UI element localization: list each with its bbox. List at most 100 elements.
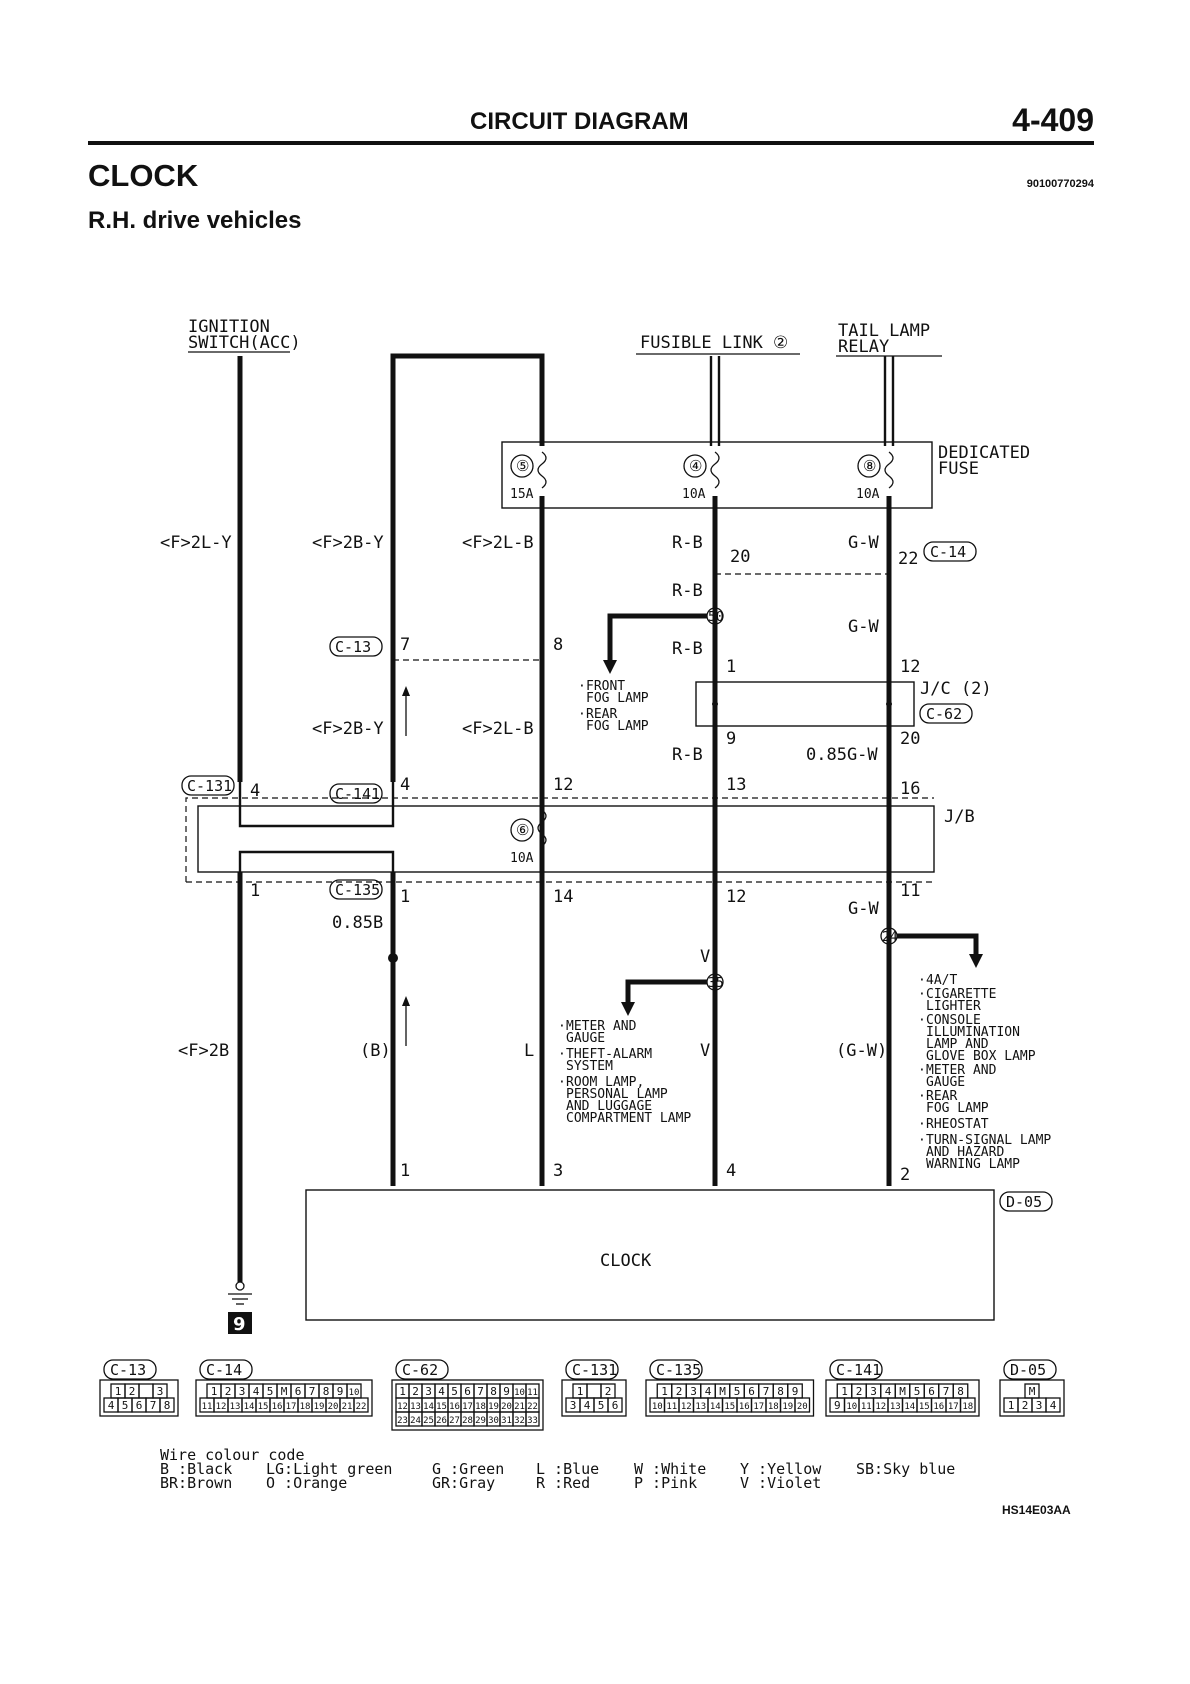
header-rule bbox=[88, 141, 1094, 145]
source-fusible-link: FUSIBLE LINK ② bbox=[636, 333, 800, 355]
svg-text:7: 7 bbox=[763, 1385, 770, 1398]
pin-cell bbox=[1045, 1397, 1061, 1413]
svg-text:DEDICATED: DEDICATED bbox=[938, 443, 1030, 463]
svg-text:Y :Yellow: Y :Yellow bbox=[740, 1460, 822, 1478]
dedicated-fuse-box: DEDICATED FUSE ⑤ 15A ④ 10A ⑧ 10A bbox=[501, 441, 1030, 509]
section-code: 90100770294 bbox=[1026, 178, 1094, 190]
svg-text:V :Violet: V :Violet bbox=[740, 1474, 821, 1492]
svg-text:GLOVE BOX LAMP: GLOVE BOX LAMP bbox=[926, 1049, 1036, 1064]
svg-text:CLOCK: CLOCK bbox=[600, 1251, 652, 1271]
svg-text:9: 9 bbox=[337, 1385, 344, 1398]
svg-text:D-05: D-05 bbox=[1010, 1361, 1046, 1379]
svg-text:25: 25 bbox=[423, 1416, 434, 1426]
junction-block: C-131 C-141 4 4 12 13 16 J/B ⑥ 10A C-135… bbox=[181, 775, 975, 907]
svg-text:2: 2 bbox=[605, 1385, 612, 1398]
svg-text:C-141: C-141 bbox=[335, 785, 380, 803]
wire-fusible-link bbox=[709, 356, 721, 1186]
svg-text:C-135: C-135 bbox=[656, 1361, 701, 1379]
svg-text:11: 11 bbox=[861, 1402, 872, 1412]
svg-text:CONSOLE: CONSOLE bbox=[926, 1013, 981, 1028]
svg-text:33: 33 bbox=[527, 1416, 538, 1426]
wire-label: R-B bbox=[672, 533, 703, 553]
pin-cell bbox=[607, 1397, 623, 1413]
svg-text:18: 18 bbox=[768, 1402, 779, 1412]
svg-text:17: 17 bbox=[286, 1402, 297, 1412]
svg-text:29: 29 bbox=[475, 1416, 486, 1426]
svg-text:6: 6 bbox=[136, 1399, 143, 1412]
svg-text:·: · bbox=[558, 1019, 566, 1034]
svg-text:18: 18 bbox=[300, 1402, 311, 1412]
svg-text:4: 4 bbox=[108, 1399, 115, 1412]
wire-label: L bbox=[524, 1041, 534, 1061]
svg-text:⑤: ⑤ bbox=[516, 457, 529, 475]
splice-24: 24 bbox=[880, 927, 983, 968]
svg-text:8: 8 bbox=[553, 635, 563, 655]
svg-text:3: 3 bbox=[425, 1385, 432, 1398]
svg-text:15: 15 bbox=[919, 1402, 930, 1412]
svg-text:6: 6 bbox=[464, 1385, 471, 1398]
svg-text:31: 31 bbox=[501, 1416, 512, 1426]
source-ignition-switch: IGNITION SWITCH(ACC) bbox=[188, 317, 301, 353]
svg-text:11: 11 bbox=[202, 1402, 213, 1412]
svg-text:R :Red: R :Red bbox=[536, 1474, 590, 1492]
svg-text:19: 19 bbox=[488, 1402, 499, 1412]
svg-text:·: · bbox=[578, 679, 586, 694]
svg-text:C-13: C-13 bbox=[110, 1361, 146, 1379]
svg-text:13: 13 bbox=[410, 1402, 421, 1412]
svg-text:SWITCH(ACC): SWITCH(ACC) bbox=[188, 333, 301, 353]
wire-label: (B) bbox=[360, 1041, 391, 1061]
branch-illumination: · 4A/T · CIGARETTE LIGHTER · CONSOLE ILL… bbox=[918, 973, 1051, 1172]
svg-text:FUSIBLE LINK ②: FUSIBLE LINK ② bbox=[640, 333, 788, 353]
svg-text:2: 2 bbox=[856, 1385, 863, 1398]
ground-symbol: 9 bbox=[228, 1281, 252, 1335]
svg-text:4: 4 bbox=[705, 1385, 712, 1398]
clock-pin: 1 bbox=[400, 1161, 410, 1181]
svg-text:FRONT: FRONT bbox=[586, 679, 625, 694]
svg-text:C-14: C-14 bbox=[206, 1361, 242, 1379]
svg-text:④: ④ bbox=[689, 457, 702, 475]
wire-label: <F>2L-B bbox=[462, 719, 534, 739]
svg-text:⑧: ⑧ bbox=[863, 457, 876, 475]
svg-text:BR:Brown: BR:Brown bbox=[160, 1474, 232, 1492]
svg-text:7: 7 bbox=[477, 1385, 484, 1398]
svg-text:RELAY: RELAY bbox=[838, 337, 889, 357]
svg-text:4: 4 bbox=[438, 1385, 445, 1398]
svg-text:8: 8 bbox=[164, 1399, 171, 1412]
wire-label: 0.85B bbox=[332, 913, 383, 933]
svg-text:C-135: C-135 bbox=[335, 881, 380, 899]
svg-text:16: 16 bbox=[449, 1402, 460, 1412]
svg-text:35: 35 bbox=[708, 976, 724, 991]
svg-text:15A: 15A bbox=[510, 487, 534, 502]
svg-text:5: 5 bbox=[451, 1385, 458, 1398]
wire-label: R-B bbox=[672, 745, 703, 765]
svg-text:LIGHTER: LIGHTER bbox=[926, 999, 981, 1014]
svg-text:10A: 10A bbox=[682, 487, 706, 502]
wire-label: <F>2L-Y bbox=[160, 533, 232, 553]
svg-text:4A/T: 4A/T bbox=[926, 973, 957, 988]
pin-number: 22 bbox=[898, 549, 918, 569]
svg-text:17: 17 bbox=[948, 1402, 959, 1412]
svg-text:3: 3 bbox=[157, 1385, 164, 1398]
pin-cell bbox=[525, 1411, 540, 1427]
svg-text:7: 7 bbox=[309, 1385, 316, 1398]
svg-text:THEFT-ALARM: THEFT-ALARM bbox=[566, 1047, 652, 1062]
svg-text:22: 22 bbox=[527, 1402, 538, 1412]
wire-label: 0.85G-W bbox=[806, 745, 878, 765]
svg-text:C-141: C-141 bbox=[836, 1361, 881, 1379]
wire-loop-top bbox=[390, 353, 545, 1186]
svg-text:3: 3 bbox=[690, 1385, 697, 1398]
splice-dot bbox=[388, 953, 398, 963]
svg-text:21: 21 bbox=[342, 1402, 353, 1412]
pin-number: 12 bbox=[900, 657, 920, 677]
wire-label: R-B bbox=[672, 581, 703, 601]
svg-text:14: 14 bbox=[423, 1402, 434, 1412]
svg-text:3: 3 bbox=[239, 1385, 246, 1398]
svg-text:14: 14 bbox=[710, 1402, 721, 1412]
svg-text:1: 1 bbox=[115, 1385, 122, 1398]
svg-text:6: 6 bbox=[295, 1385, 302, 1398]
svg-text:2: 2 bbox=[676, 1385, 683, 1398]
svg-text:1: 1 bbox=[1008, 1399, 1015, 1412]
